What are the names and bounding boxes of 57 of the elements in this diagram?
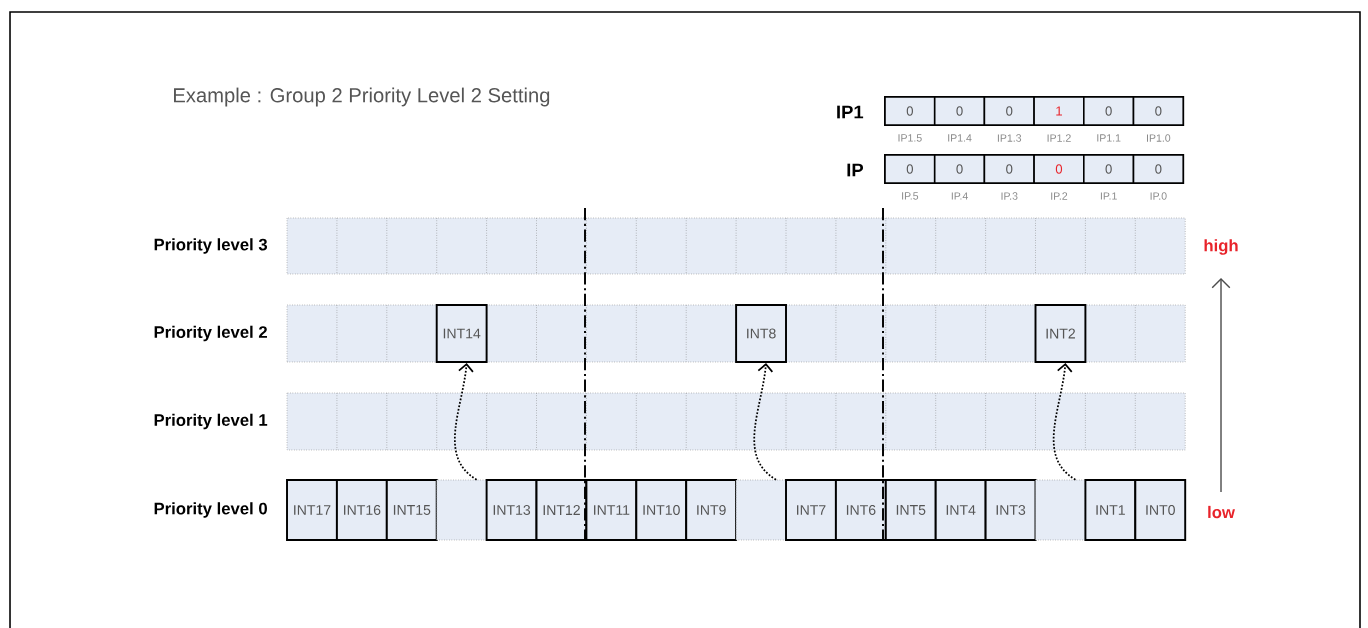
bit-cell: 0 bbox=[1033, 154, 1085, 184]
interrupt-box: INT1 bbox=[1084, 479, 1137, 541]
interrupt-box: INT4 bbox=[934, 479, 987, 541]
bit-cell: 0 bbox=[884, 96, 936, 126]
bit-name: IP.2 bbox=[1051, 192, 1068, 200]
interrupt-box: INT11 bbox=[585, 479, 638, 541]
scale-label: low bbox=[1208, 505, 1235, 519]
node-label: IP1 bbox=[837, 105, 864, 119]
bit-name: IP.5 bbox=[902, 192, 919, 200]
bit-cell: 0 bbox=[933, 154, 986, 184]
interrupt-box: INT9 bbox=[685, 479, 738, 541]
node-label: IP bbox=[847, 163, 864, 177]
bit-name: IP.1 bbox=[1100, 192, 1117, 200]
interrupt-box: INT6 bbox=[834, 479, 887, 541]
dashed-arrow bbox=[1052, 362, 1077, 481]
empty-slot bbox=[735, 479, 787, 541]
bit-name: IP.4 bbox=[951, 192, 968, 200]
interrupt-box: INT8 bbox=[735, 304, 787, 363]
bit-name: IP1.2 bbox=[1047, 134, 1071, 142]
bit-cell: 0 bbox=[1083, 96, 1135, 126]
priority-row: Priority level 3 bbox=[154, 217, 1186, 275]
interrupt-box: INT10 bbox=[635, 479, 688, 541]
bit-cell: 0 bbox=[933, 96, 986, 126]
interrupt-box: INT16 bbox=[335, 479, 388, 541]
interrupt-box: INT15 bbox=[385, 479, 438, 541]
priority-row: Priority level 1 bbox=[154, 392, 1186, 451]
interrupt-box: INT3 bbox=[984, 479, 1037, 541]
scale-label: high bbox=[1204, 239, 1238, 255]
empty-slot bbox=[1035, 479, 1086, 541]
interrupt-box: INT7 bbox=[785, 479, 837, 541]
bit-cell: 0 bbox=[1083, 154, 1135, 184]
bit-name: IP1.5 bbox=[898, 134, 922, 142]
bit-cell: 0 bbox=[1132, 96, 1184, 126]
bit-cell: 0 bbox=[1132, 154, 1184, 184]
empty-slot bbox=[436, 479, 487, 541]
bit-name: IP1.0 bbox=[1147, 134, 1171, 142]
bit-name: IP.0 bbox=[1150, 192, 1167, 200]
dashed-arrow bbox=[753, 362, 777, 481]
bit-cell: 0 bbox=[983, 96, 1035, 126]
node-label: Priority level 2 bbox=[154, 325, 267, 342]
interrupt-box: INT5 bbox=[884, 479, 937, 541]
title: Example : Group 2 Priority Level 2 Setting bbox=[174, 87, 550, 107]
interrupt-box: INT0 bbox=[1134, 479, 1187, 541]
bit-name: IP1.3 bbox=[997, 134, 1022, 142]
interrupt-box: INT2 bbox=[1034, 304, 1087, 363]
bit-cell: 0 bbox=[983, 154, 1035, 184]
dashed-arrow bbox=[453, 362, 478, 481]
interrupt-box: INT13 bbox=[485, 479, 538, 541]
bit-name: IP.3 bbox=[1001, 192, 1018, 200]
bit-cell: 1 bbox=[1033, 96, 1085, 126]
interrupt-box: INT17 bbox=[286, 479, 338, 541]
bit-name: IP1.1 bbox=[1097, 134, 1121, 142]
interrupt-box: INT12 bbox=[535, 479, 588, 541]
interrupt-box: INT14 bbox=[435, 304, 488, 363]
row-label: Priority level 0 bbox=[154, 502, 267, 518]
bit-name: IP1.4 bbox=[948, 134, 972, 142]
bit-cell: 0 bbox=[884, 154, 936, 184]
